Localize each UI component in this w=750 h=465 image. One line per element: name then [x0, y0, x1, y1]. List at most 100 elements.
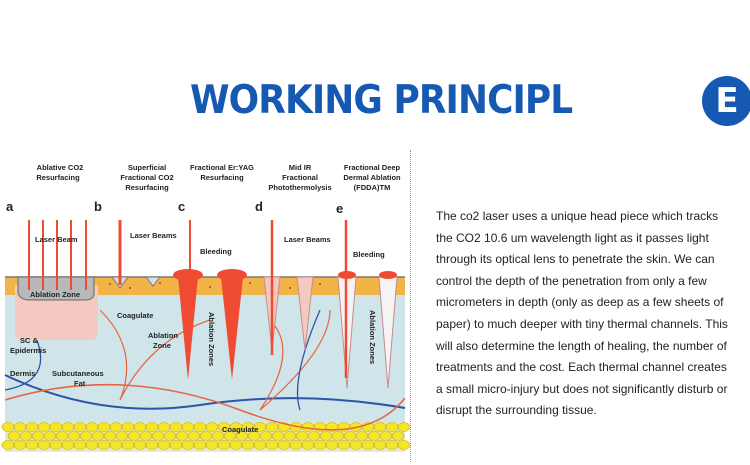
header-c: Fractional Er:YAG Resurfacing c — [178, 163, 254, 214]
fat-cell — [37, 440, 51, 450]
fat-cell — [97, 422, 111, 432]
fat-cell — [259, 431, 273, 441]
fat-cell — [361, 440, 375, 450]
blood-vessel — [259, 309, 331, 411]
coagulate-d-label: Coagulate — [222, 425, 258, 434]
fat-cell — [175, 431, 189, 441]
vertical-divider — [410, 150, 411, 462]
fat-cell — [385, 422, 399, 432]
bleeding-c-label: Bleeding — [200, 247, 232, 256]
svg-text:Resurfacing: Resurfacing — [125, 183, 169, 192]
coagulate-b-label: Coagulate — [117, 311, 153, 320]
ablation-zones-e-label: Ablation Zones — [368, 310, 377, 364]
fat-cell — [199, 431, 213, 441]
page-title: WORKING PRINCIPL E — [190, 72, 750, 128]
fat-cell — [181, 422, 195, 432]
ablation-zones-c-label: Ablation Zones — [207, 312, 216, 366]
fat-cell — [169, 422, 183, 432]
fat-cell — [133, 440, 147, 450]
fat-cell — [13, 422, 27, 432]
fat-cell — [49, 440, 63, 450]
svg-text:d: d — [255, 199, 263, 214]
fat-cell — [283, 431, 297, 441]
fat-cell — [103, 431, 117, 441]
fat-cell — [241, 440, 255, 450]
description-paragraph: The co2 laser uses a unique head piece w… — [436, 209, 728, 418]
ablation-zone-b-label: Ablation — [148, 331, 178, 340]
fat-cell — [367, 431, 381, 441]
svg-text:Photothermolysis: Photothermolysis — [268, 183, 331, 192]
laser-resurfacing-diagram: Ablative CO2 Resurfacing a Superficial F… — [1, 163, 410, 452]
svg-text:Superficial: Superficial — [128, 163, 166, 172]
fat-cell — [397, 422, 410, 432]
subcutaneous-label: Subcutaneous — [52, 369, 104, 378]
blood-vessel — [4, 383, 406, 431]
laser-beams-d-label: Laser Beams — [284, 235, 331, 244]
fat-cell — [31, 431, 45, 441]
fat-cell — [217, 440, 231, 450]
fat-cell — [187, 431, 201, 441]
svg-text:Fractional: Fractional — [282, 173, 318, 182]
fat-cell — [271, 431, 285, 441]
fat-cell — [379, 431, 393, 441]
svg-text:(FDDA)TM: (FDDA)TM — [354, 183, 391, 192]
fat-cell — [127, 431, 141, 441]
blood-vessel — [99, 309, 211, 401]
fat-cell — [205, 422, 219, 432]
fat-cell — [67, 431, 81, 441]
fat-cell — [25, 422, 39, 432]
fat-cell — [7, 431, 21, 441]
fat-cell — [1, 422, 15, 432]
fat-cell — [343, 431, 357, 441]
fat-cell — [295, 431, 309, 441]
svg-text:e: e — [336, 201, 343, 216]
fat-cell — [355, 431, 369, 441]
fat-cell — [109, 422, 123, 432]
blood-vessel — [4, 374, 406, 410]
fat-cell — [349, 440, 363, 450]
laser-beam-label: Laser Beam — [35, 235, 78, 244]
fat-cell — [337, 440, 351, 450]
fat-cell — [181, 440, 195, 450]
fat-cell — [193, 422, 207, 432]
header-d: Mid IR Fractional Photothermolysis d — [255, 163, 332, 214]
fat-cell — [169, 440, 183, 450]
fat-cell — [121, 422, 135, 432]
fat-cell — [313, 440, 327, 450]
fat-cell — [73, 440, 87, 450]
fat-cell — [157, 440, 171, 450]
fat-cell — [37, 422, 51, 432]
laser-beams-b-label: Laser Beams — [130, 231, 177, 240]
fat-cell — [115, 431, 129, 441]
svg-text:a: a — [6, 199, 14, 214]
fat-cell — [151, 431, 165, 441]
fat-cell — [79, 431, 93, 441]
fat-cell — [193, 440, 207, 450]
fat-cell — [1, 440, 15, 450]
fat-cell — [157, 422, 171, 432]
fat-cell — [391, 431, 405, 441]
fat-label: Fat — [74, 379, 86, 388]
fat-cell — [289, 440, 303, 450]
fat-cell — [331, 431, 345, 441]
fat-cell — [139, 431, 153, 441]
fat-cells — [1, 422, 410, 450]
blood-vessel — [296, 309, 321, 411]
svg-text:Ablative CO2: Ablative CO2 — [37, 163, 84, 172]
fat-cell — [253, 440, 267, 450]
bleeding-e-label: Bleeding — [353, 250, 385, 259]
fat-cell — [265, 422, 279, 432]
fat-cell — [121, 440, 135, 450]
svg-text:Fractional Er:YAG: Fractional Er:YAG — [190, 163, 254, 172]
dermis-label: Dermis — [10, 369, 35, 378]
title-text: WORKING PRINCIPL — [190, 77, 573, 123]
fat-cell — [385, 440, 399, 450]
sc-label: SC & — [20, 336, 39, 345]
svg-text:Resurfacing: Resurfacing — [200, 173, 244, 182]
fat-cell — [25, 440, 39, 450]
fat-cell — [13, 440, 27, 450]
fat-cell — [325, 440, 339, 450]
svg-text:Mid IR: Mid IR — [289, 163, 312, 172]
fat-cell — [49, 422, 63, 432]
epidermis-label: Epidermis — [10, 346, 46, 355]
